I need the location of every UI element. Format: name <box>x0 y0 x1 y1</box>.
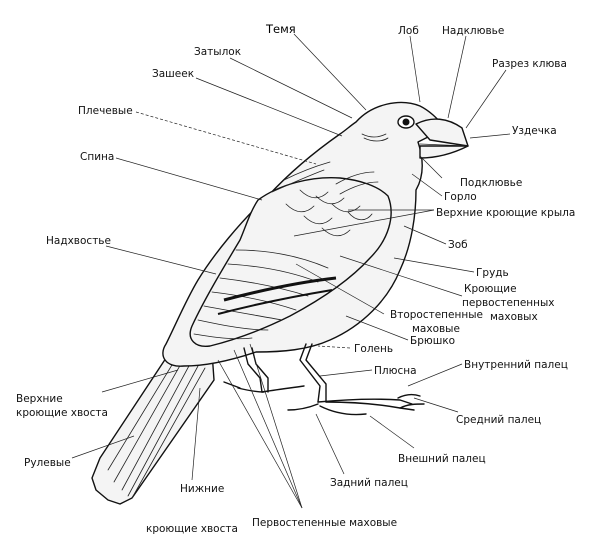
beak-lower <box>419 145 469 159</box>
label-plyusna: Плюсна <box>374 365 417 377</box>
label-verkhnie-khvost-2: кроющие хвоста <box>16 407 108 419</box>
wing <box>189 176 392 347</box>
label-verkhnie-kroyushchie-kryla: Верхние кроющие крыла <box>436 207 575 219</box>
label-kroyushchie-3: маховых <box>490 311 538 323</box>
label-rulevye: Рулевые <box>24 457 71 469</box>
label-golen: Голень <box>354 343 393 355</box>
leader-lines <box>71 33 511 509</box>
beak-upper <box>415 118 469 147</box>
label-nizhnie-khvost-1: Нижние <box>180 483 224 495</box>
leg-far <box>243 347 263 393</box>
label-vnutrenniy-palets: Внутренний палец <box>464 359 568 371</box>
label-nadklyuve: Надклювье <box>442 25 504 37</box>
label-pervostepennye: Первостепенные маховые <box>252 517 397 529</box>
labels: Темя Лоб Надклювье Затылок Разрез клюва … <box>16 22 575 535</box>
bird-illustration <box>91 101 469 505</box>
label-gorlo: Горло <box>444 191 477 203</box>
tail <box>91 351 215 505</box>
label-temya: Темя <box>265 22 296 36</box>
label-zadniy-palets: Задний палец <box>330 477 408 489</box>
label-kroyushchie-1: Кроющие <box>464 283 517 295</box>
label-spina: Спина <box>80 151 114 163</box>
label-verkhnie-khvost-1: Верхние <box>16 393 63 405</box>
label-lob: Лоб <box>398 25 419 37</box>
label-grud: Грудь <box>476 267 509 279</box>
label-razrez-klyuva: Разрез клюва <box>492 58 567 70</box>
leg-near <box>299 343 321 403</box>
pupil <box>402 118 410 126</box>
label-vneshniy-palets: Внешний палец <box>398 453 486 465</box>
label-podklyuve: Подклювье <box>460 177 522 189</box>
label-vtorostepennye-1: Второстепенные <box>390 309 483 321</box>
label-zatylok: Затылок <box>194 46 241 58</box>
label-plechevye: Плечевые <box>78 105 133 117</box>
label-bryushko: Брюшко <box>410 335 455 347</box>
label-nizhnie-khvost-2: кроющие хвоста <box>146 523 238 535</box>
label-zob: Зоб <box>448 239 468 251</box>
label-uzdechka: Уздечка <box>512 125 557 137</box>
label-zasheek: Зашеек <box>152 68 194 80</box>
label-sredniy-palets: Средний палец <box>456 414 541 426</box>
label-vtorostepennye-2: маховые <box>412 323 460 335</box>
label-kroyushchie-2: первостепенных <box>462 297 555 309</box>
label-nadkhvoste: Надхвостье <box>46 235 111 247</box>
